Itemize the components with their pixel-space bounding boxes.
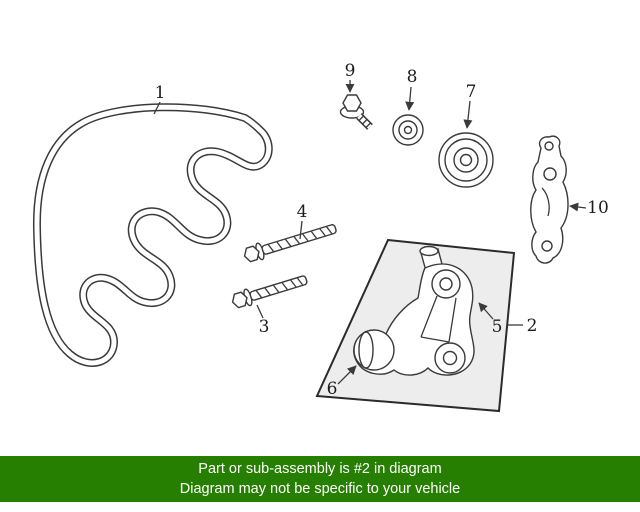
callout-1: 1 (155, 83, 166, 103)
callout-6-arrow (337, 365, 357, 385)
lower-bolt-threads (255, 277, 304, 298)
upper-bolt-drawing (243, 224, 337, 263)
notice-banner: Part or sub-assembly is #2 in diagram Di… (0, 456, 640, 502)
upper-bolt-threads (267, 226, 333, 252)
callout-10: 10 (587, 198, 609, 218)
callout-4: 4 (297, 202, 308, 222)
callout-9: 9 (345, 61, 356, 81)
callout-10-arrow (569, 202, 587, 212)
callout-1-leader (153, 101, 161, 115)
callout-8-arrow (405, 86, 415, 111)
callout-5: 5 (492, 317, 503, 337)
lower-bolt-drawing (231, 275, 308, 309)
callout-7-arrow (463, 100, 473, 129)
callout-4-leader (299, 220, 303, 240)
idler-pulley-drawing (438, 132, 494, 188)
tensioner-assembly-drawing (353, 245, 475, 376)
callout-2: 2 (527, 316, 538, 336)
notice-line-2: Diagram may not be specific to your vehi… (179, 481, 461, 497)
callout-3: 3 (259, 317, 270, 337)
callout-5-arrow (478, 302, 494, 320)
callout-7: 7 (466, 82, 477, 102)
parts-diagram-svg: 1 4 (32, 61, 609, 413)
callout-6: 6 (327, 379, 338, 399)
flange-bolt-threads (358, 115, 372, 128)
flange-bolt-drawing (339, 94, 373, 130)
side-bracket-drawing (530, 135, 569, 264)
grommet-drawing (392, 114, 424, 146)
belt-outline-inner (34, 104, 272, 366)
belt-outline (32, 103, 273, 367)
serpentine-belt-drawing (32, 101, 273, 367)
notice-line-1: Part or sub-assembly is #2 in diagram (198, 461, 442, 477)
callout-8: 8 (407, 67, 418, 87)
callout-3-leader (256, 304, 264, 319)
